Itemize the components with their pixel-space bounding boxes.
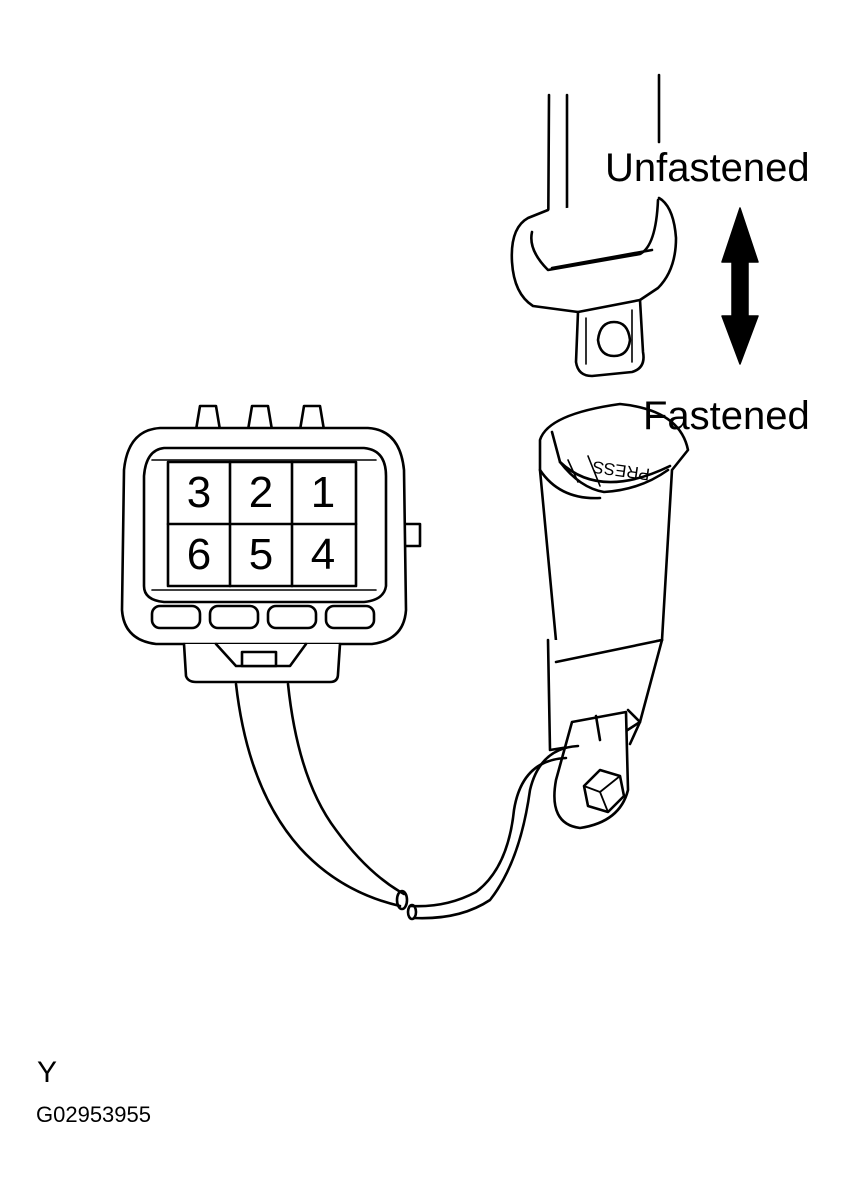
connector-side-tab [402, 522, 422, 548]
unfastened-label: Unfastened [605, 146, 810, 190]
fastened-label: Fastened [643, 394, 810, 438]
connector-tab [194, 404, 222, 432]
pin-4: 4 [310, 530, 336, 579]
connector [120, 404, 422, 911]
connector-tab [246, 404, 274, 432]
buckle-wire [408, 756, 568, 908]
tongue-latch-hole [596, 320, 632, 358]
connector-wire [234, 682, 402, 908]
buckle-body [538, 402, 690, 664]
code-letter: Y [37, 1056, 58, 1089]
figure-id: G02953955 [36, 1102, 151, 1127]
tongue-plate [510, 196, 678, 378]
connector-tab [298, 404, 326, 432]
pin-2: 2 [248, 468, 274, 517]
seatbelt-buckle: PRESS [406, 402, 690, 921]
pin-6: 6 [186, 530, 212, 579]
pin-1: 1 [310, 468, 336, 517]
pin-5: 5 [248, 530, 274, 579]
belt-tongue [510, 73, 678, 378]
mounting-bolt [582, 768, 626, 814]
double-arrow-icon [721, 207, 759, 365]
pin-3: 3 [186, 468, 212, 517]
